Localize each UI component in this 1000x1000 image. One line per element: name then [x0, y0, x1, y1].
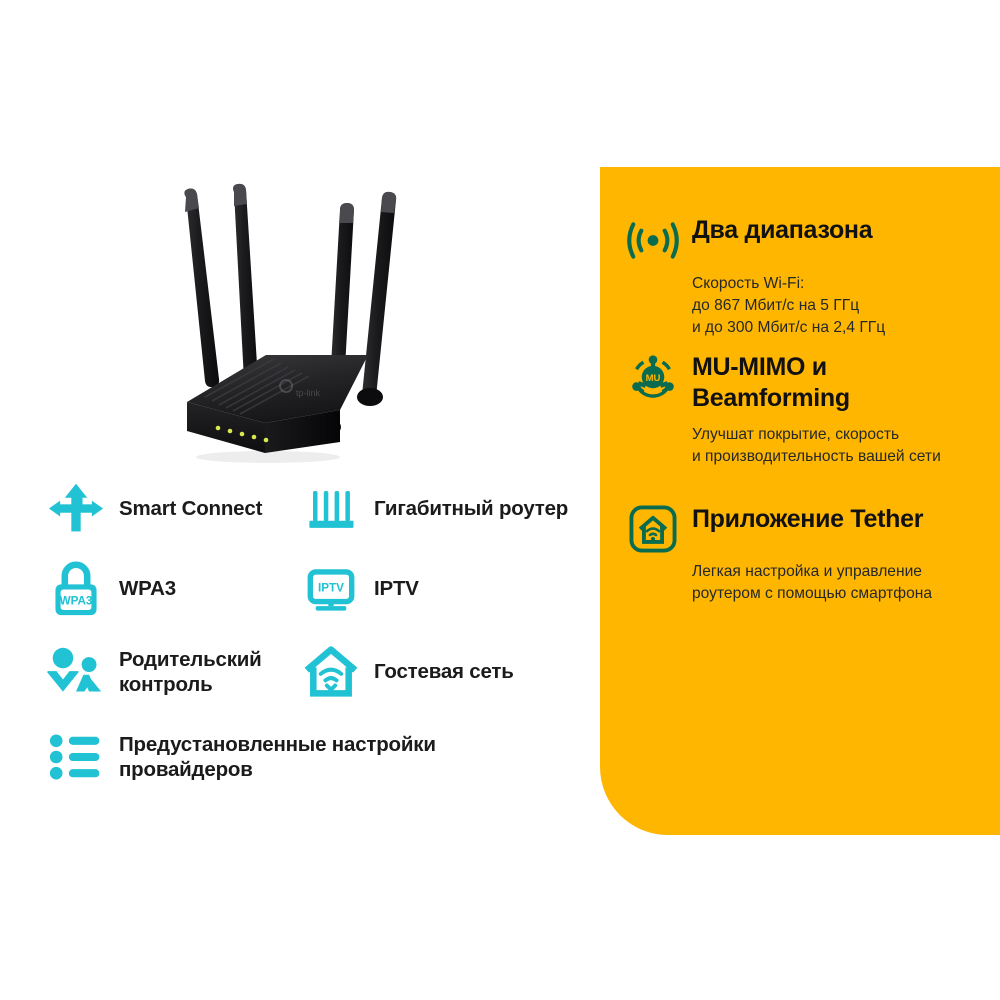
highlight-title: Приложение Tether — [692, 505, 924, 533]
router-side-face — [265, 410, 340, 453]
mu-badge-text: MU — [646, 373, 661, 384]
feature-label: IPTV — [374, 577, 419, 601]
feature-label: Родительский контроль — [119, 647, 262, 696]
feature-gigabit-router: Гигабитный роутер — [300, 478, 568, 540]
feature-smart-connect: Smart Connect — [45, 478, 262, 540]
parent-child-icon — [45, 641, 107, 703]
router-illustration: tp-link — [184, 183, 397, 463]
feature-isp-presets: Предустановленные настройки провайдеров — [45, 726, 436, 788]
feature-label: Гигабитный роутер — [374, 497, 569, 521]
house-wifi-icon — [300, 641, 362, 703]
wifi-waves-icon — [624, 211, 682, 269]
highlight-title: Два диапазона — [692, 216, 873, 244]
antenna-back-left — [184, 188, 220, 388]
highlight-tether-app: Приложение Tether Легкая настройка и упр… — [624, 504, 980, 605]
tp-link-logo: tp-link — [279, 379, 321, 398]
highlight-header: MU MU-MIMO и Beamforming — [624, 352, 980, 414]
highlight-header: Приложение Tether — [624, 504, 980, 558]
feature-guest-network: Гостевая сеть — [300, 641, 514, 703]
lock-wpa3-icon: WPA3 — [45, 558, 107, 620]
antenna-hinge-a — [357, 388, 383, 406]
feature-parental-control: Родительский контроль — [45, 641, 262, 703]
router-antennas-icon — [300, 478, 362, 540]
feature-iptv: IPTV IPTV — [300, 558, 419, 620]
highlight-mu-mimo: MU MU-MIMO и Beamforming Улучшат покрыти… — [624, 352, 980, 468]
tv-iptv-icon: IPTV — [300, 558, 362, 620]
highlight-dual-band: Два диапазона Скорость Wi-Fi: до 867 Мби… — [624, 215, 980, 339]
svg-text:tp-link: tp-link — [296, 388, 321, 398]
tether-home-app-icon — [624, 500, 682, 558]
highlight-description: Скорость Wi-Fi: до 867 Мбит/с на 5 ГГц и… — [692, 275, 886, 337]
antenna-far-right — [361, 191, 397, 404]
feature-label: Smart Connect — [119, 497, 263, 521]
highlight-header: Два диапазона — [624, 215, 980, 269]
highlight-description: Легкая настройка и управление роутером с… — [692, 563, 933, 603]
highlight-title: MU-MIMO и Beamforming — [692, 353, 850, 412]
antenna-back-right — [329, 203, 354, 392]
wpa3-badge-text: WPA3 — [60, 594, 93, 607]
feature-label: Предустановленные настройки провайдеров — [119, 732, 436, 781]
feature-wpa3: WPA3 WPA3 — [45, 558, 176, 620]
router-top-ribs — [204, 358, 310, 415]
three-way-arrow-icon — [45, 478, 107, 540]
router-led-indicators — [215, 425, 269, 443]
highlights-panel: Два диапазона Скорость Wi-Fi: до 867 Мби… — [600, 167, 1000, 835]
feature-label: WPA3 — [119, 577, 176, 601]
iptv-badge-text: IPTV — [318, 582, 344, 595]
mu-mimo-icon: MU — [624, 348, 682, 406]
router-top-shell — [187, 355, 368, 423]
highlight-description: Улучшат покрытие, скорость и производите… — [692, 426, 941, 466]
antenna-back-mid — [233, 183, 258, 387]
feature-label: Гостевая сеть — [374, 660, 514, 684]
feature-list: Smart Connect Гигабитный роутер — [45, 478, 590, 798]
router-front-face — [187, 402, 265, 453]
bullet-list-icon — [45, 726, 107, 788]
router-product-image: tp-link — [150, 165, 580, 465]
